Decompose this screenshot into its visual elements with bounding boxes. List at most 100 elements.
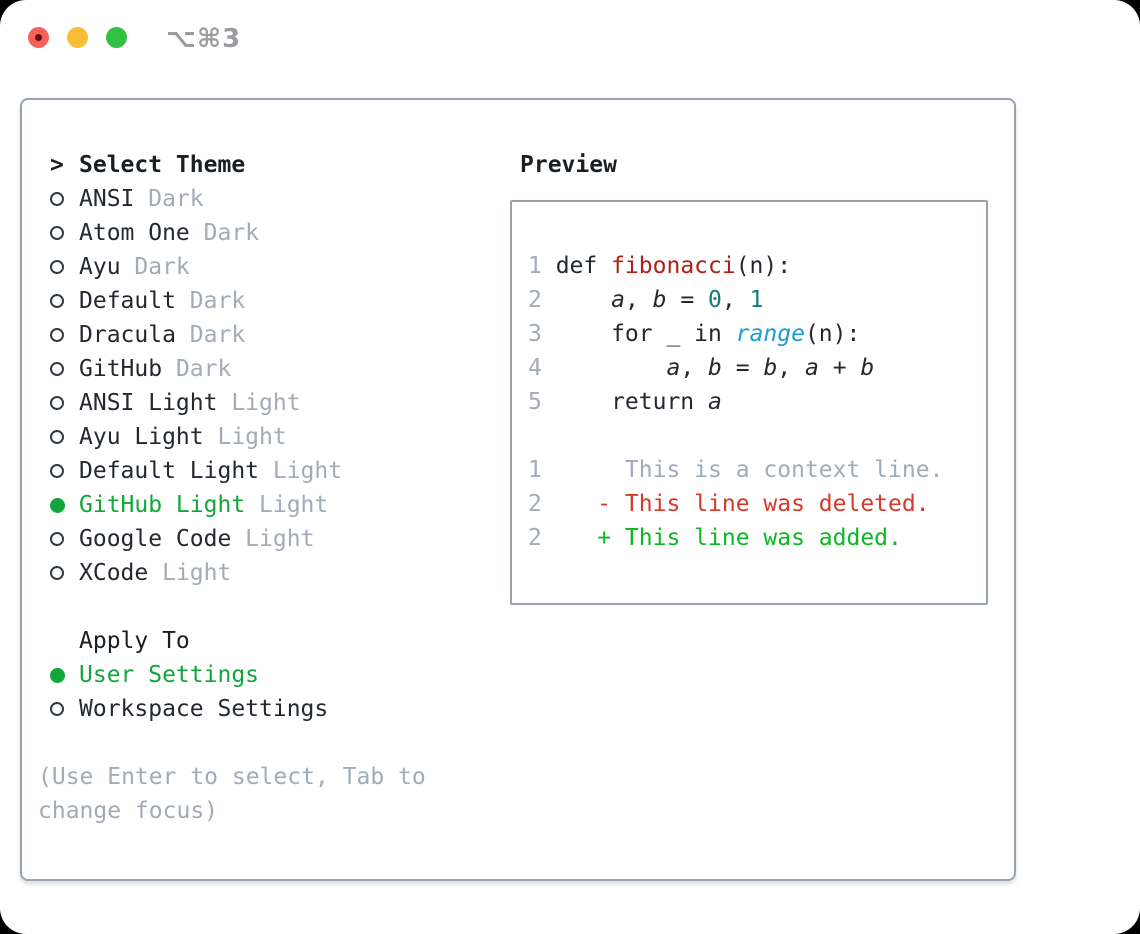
option-label: ANSI: [79, 186, 135, 212]
line-content: - This line was deleted.: [555, 491, 930, 517]
option-label: GitHub: [79, 356, 163, 382]
line-content: This is a context line.: [555, 457, 944, 483]
option-label: Ayu: [79, 254, 121, 280]
radio-selected-icon: [50, 667, 65, 683]
theme-variant-label: Light: [217, 390, 301, 416]
unsaved-changes-dot-icon: [35, 34, 42, 41]
line-content: return a: [555, 389, 722, 415]
theme-option-ansi[interactable]: ANSI Dark: [50, 182, 488, 216]
code-line: 3 for _ in range(n):: [528, 317, 986, 351]
option-label: Default: [79, 288, 176, 314]
line-content: for _ in range(n):: [555, 321, 861, 347]
option-label: GitHub Light: [79, 492, 246, 518]
close-button[interactable]: [28, 27, 49, 48]
theme-option-default[interactable]: Default Dark: [50, 284, 488, 318]
option-label: Ayu Light: [79, 424, 204, 450]
hint-line-2: change focus): [38, 798, 219, 824]
line-number: 2: [528, 287, 542, 313]
apply-option-user-settings[interactable]: User Settings: [50, 658, 488, 692]
theme-option-dracula[interactable]: Dracula Dark: [50, 318, 488, 352]
code-line: 5 return a: [528, 385, 986, 419]
radio-unselected-icon: [50, 396, 64, 410]
radio-selected-icon: [50, 497, 65, 513]
theme-variant-label: Dark: [120, 254, 190, 280]
theme-option-github[interactable]: GitHub Dark: [50, 352, 488, 386]
diff-deleted-line: 2 - This line was deleted.: [528, 487, 986, 521]
line-number: 2: [528, 491, 542, 517]
apply-option-workspace-settings[interactable]: Workspace Settings: [50, 692, 488, 726]
theme-variant-label: Light: [259, 458, 343, 484]
option-label: Workspace Settings: [79, 696, 329, 722]
line-content: a, b = b, a + b: [666, 355, 875, 381]
zoom-button[interactable]: [106, 27, 127, 48]
option-label: User Settings: [79, 662, 260, 688]
diff-context-line: 1 This is a context line.: [528, 453, 986, 487]
line-number: 1: [528, 457, 542, 483]
minimize-button[interactable]: [67, 27, 88, 48]
theme-option-atom-one[interactable]: Atom One Dark: [50, 216, 488, 250]
select-theme-header: > Select Theme: [50, 148, 488, 182]
theme-variant-label: Light: [203, 424, 287, 450]
radio-unselected-icon: [50, 294, 64, 308]
theme-variant-label: Light: [245, 492, 329, 518]
theme-option-google-code[interactable]: Google Code Light: [50, 522, 488, 556]
theme-variant-label: Dark: [189, 220, 260, 246]
theme-option-ansi-light[interactable]: ANSI Light Light: [50, 386, 488, 420]
option-label: Atom One: [79, 220, 190, 246]
code-line: 1 def fibonacci(n):: [528, 249, 986, 283]
code-line: 2 a, b = 0, 1: [528, 283, 986, 317]
line-content: def fibonacci(n):: [555, 253, 792, 279]
code-line: 4 a, b = b, a + b: [528, 351, 986, 385]
radio-unselected-icon: [50, 566, 64, 580]
theme-variant-label: Light: [148, 560, 232, 586]
radio-unselected-icon: [50, 362, 64, 376]
radio-unselected-icon: [50, 192, 64, 206]
apply-to-header: Apply To: [38, 624, 488, 658]
line-number: 2: [528, 525, 542, 551]
line-number: 4: [528, 355, 542, 381]
window-title: ⌥⌘3: [166, 24, 242, 54]
option-label: Dracula: [79, 322, 176, 348]
option-label: Default Light: [79, 458, 260, 484]
apply-to-label: Apply To: [79, 628, 190, 654]
line-number: 3: [528, 321, 542, 347]
option-label: XCode: [79, 560, 149, 586]
select-theme-label: Select Theme: [79, 152, 246, 178]
radio-unselected-icon: [50, 260, 64, 274]
theme-option-default-light[interactable]: Default Light Light: [50, 454, 488, 488]
theme-variant-label: Dark: [162, 356, 232, 382]
option-label: ANSI Light: [79, 390, 218, 416]
line-number: 5: [528, 389, 542, 415]
radio-unselected-icon: [50, 702, 64, 716]
theme-option-ayu[interactable]: Ayu Dark: [50, 250, 488, 284]
hint-text: (Use Enter to select, Tab to change focu…: [38, 760, 488, 828]
radio-unselected-icon: [50, 532, 64, 546]
theme-option-ayu-light[interactable]: Ayu Light Light: [50, 420, 488, 454]
radio-unselected-icon: [50, 328, 64, 342]
hint-line-1: (Use Enter to select, Tab to: [38, 764, 426, 790]
theme-variant-label: Dark: [134, 186, 204, 212]
theme-option-xcode[interactable]: XCode Light: [50, 556, 488, 590]
line-content: a, b = 0, 1: [611, 287, 764, 313]
blank-line: [528, 419, 986, 453]
theme-option-github-light[interactable]: GitHub Light Light: [50, 488, 488, 522]
selection-cursor-icon: >: [50, 152, 64, 178]
theme-variant-label: Dark: [175, 288, 246, 314]
line-number: 1: [528, 253, 542, 279]
radio-unselected-icon: [50, 430, 64, 444]
preview-label: Preview: [520, 152, 617, 178]
line-content: + This line was added.: [555, 525, 902, 551]
spacer: [38, 590, 488, 624]
theme-variant-label: Dark: [175, 322, 246, 348]
spacer: [38, 726, 488, 760]
titlebar: ⌥⌘3: [0, 0, 1140, 70]
radio-unselected-icon: [50, 464, 64, 478]
diff-added-line: 2 + This line was added.: [528, 521, 986, 555]
